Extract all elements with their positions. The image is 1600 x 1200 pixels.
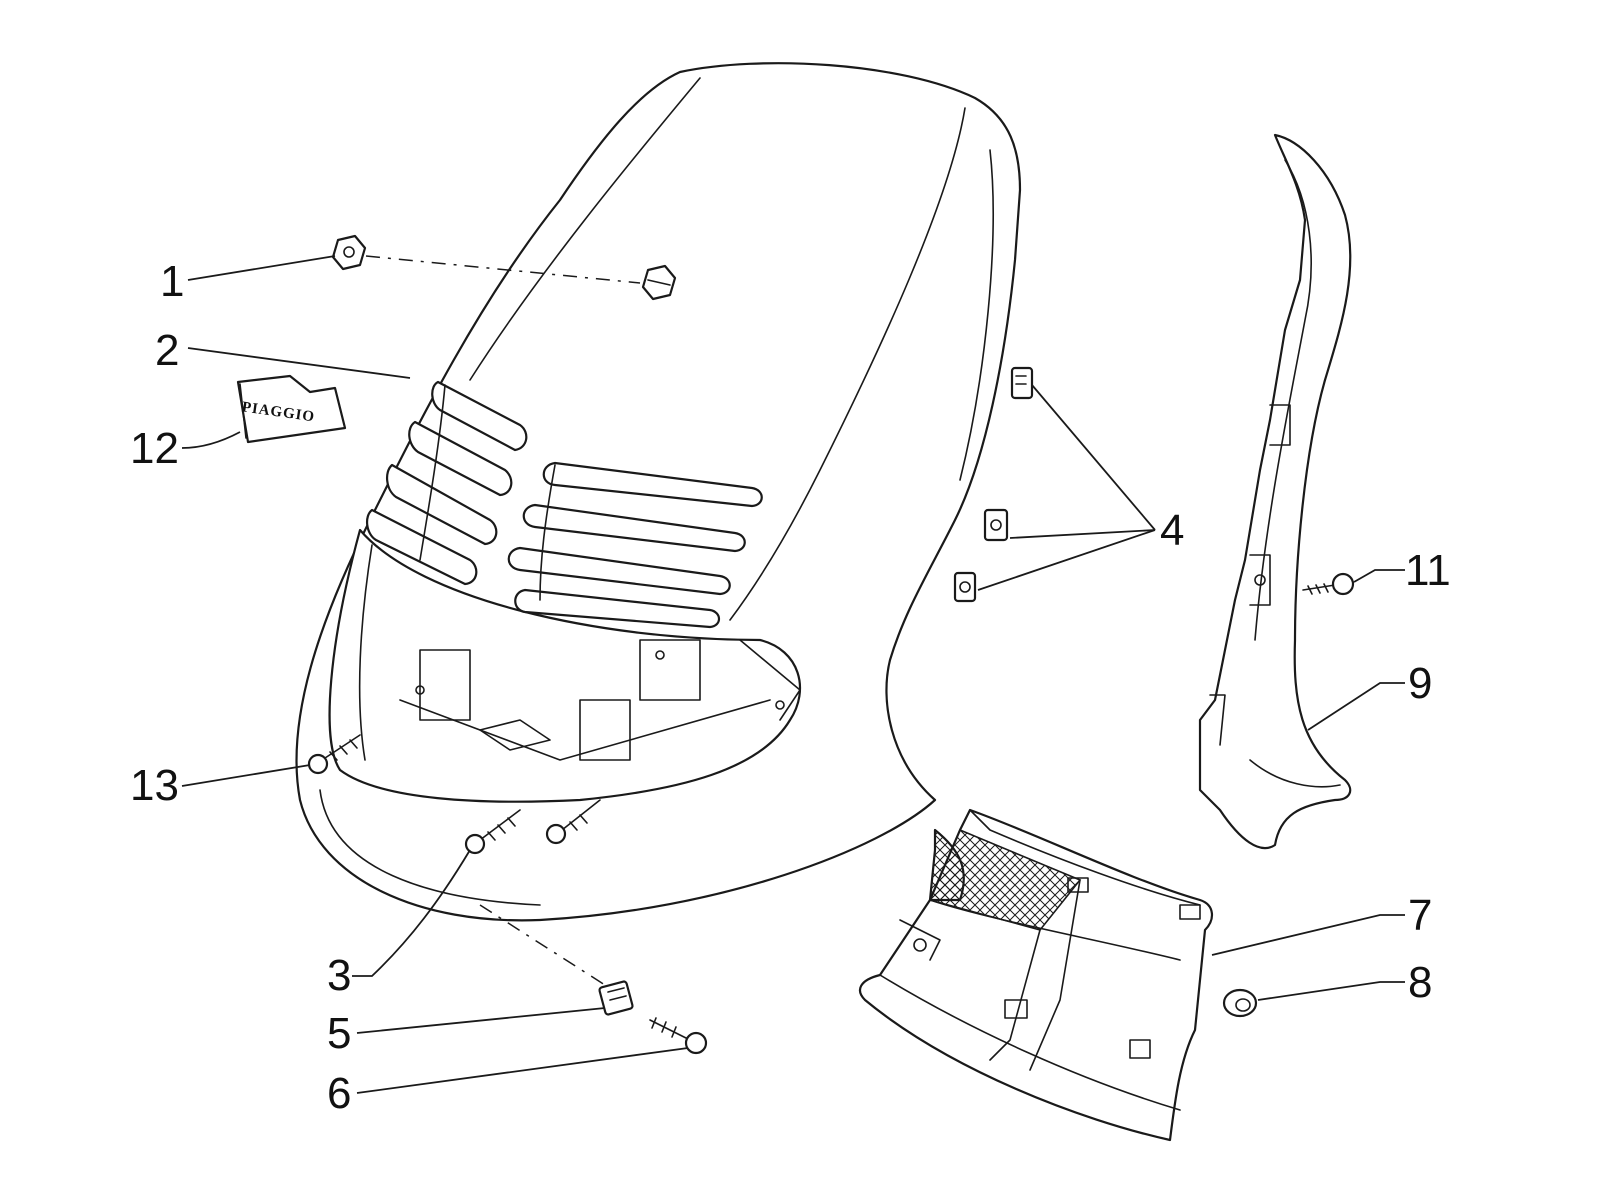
side-panel-part: [1198, 133, 1352, 850]
lower-grille-part: [858, 808, 1213, 1142]
piaggio-emblem-part: PIAGGIO: [236, 374, 347, 444]
callout-6: 6: [327, 1069, 351, 1118]
screw-part-11: [1302, 572, 1355, 596]
callout-7: 7: [1408, 891, 1432, 940]
callout-9: 9: [1408, 659, 1432, 708]
front-shield-part: [295, 62, 1022, 922]
screw-part-3: [464, 799, 601, 855]
callout-8: 8: [1408, 958, 1432, 1007]
callout-12: 12: [130, 424, 179, 473]
callout-13: 13: [130, 761, 179, 810]
callout-3: 3: [327, 951, 351, 1000]
washer-part: [1222, 988, 1258, 1018]
nut-alignment-line: [365, 255, 641, 284]
screw-part-6: [649, 1017, 708, 1055]
callout-labels: 1 2 12 13 3 5 6 4 11 9 7 8: [130, 257, 1451, 1118]
screw-alignment-line: [479, 904, 606, 986]
callout-2: 2: [155, 326, 179, 375]
screw-part-13: [307, 734, 361, 775]
callout-5: 5: [327, 1009, 351, 1058]
leader-lines: [181, 255, 1405, 1094]
callout-1: 1: [160, 257, 184, 306]
callout-11: 11: [1405, 546, 1451, 595]
clip-part: [953, 366, 1034, 603]
callout-4: 4: [1160, 506, 1184, 555]
clip-nut-part: [598, 980, 634, 1016]
nut-part: [331, 234, 677, 301]
